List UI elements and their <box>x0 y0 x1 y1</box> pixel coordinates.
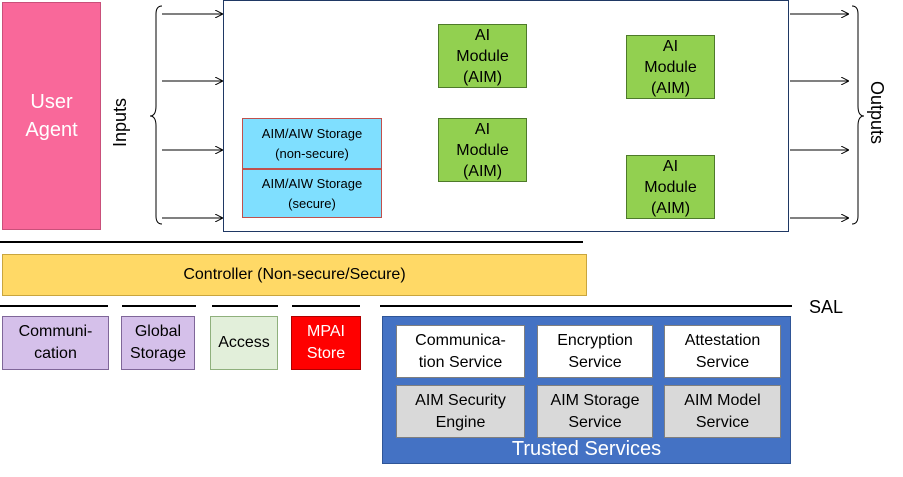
access-box: Access <box>210 316 278 370</box>
storage-non-secure-label: AIM/AIW Storage (non-secure) <box>261 125 363 161</box>
aim-security-engine-box: AIM Security Engine <box>396 385 525 438</box>
user-agent-label: User Agent <box>25 91 78 141</box>
communication-box: Communi- cation <box>2 316 109 370</box>
ai-module-4: AI Module (AIM) <box>626 155 715 219</box>
encryption-service-box: Encryption Service <box>537 325 653 378</box>
ai-module-2: AI Module (AIM) <box>626 35 715 99</box>
global-storage-box: Global Storage <box>121 316 195 370</box>
trusted-services-title-box: Trusted Services <box>382 435 791 463</box>
attestation-service-label: Attestation Service <box>684 331 761 371</box>
ai-module-label: AI Module (AIM) <box>644 157 697 217</box>
encryption-service-label: Encryption Service <box>557 331 633 371</box>
user-agent-box: User Agent <box>2 2 101 230</box>
aim-storage-service-box: AIM Storage Service <box>537 385 653 438</box>
trusted-services-title: Trusted Services <box>511 437 662 460</box>
storage-secure-label: AIM/AIW Storage (secure) <box>261 175 363 211</box>
inputs-brace <box>149 5 163 225</box>
communication-service-label: Communica- tion Service <box>415 331 506 371</box>
aim-storage-service-label: AIM Storage Service <box>550 391 640 431</box>
ai-module-label: AI Module (AIM) <box>456 120 509 180</box>
sal-label-box: SAL <box>804 295 848 319</box>
communication-service-box: Communica- tion Service <box>396 325 525 378</box>
mpai-store-box: MPAI Store <box>291 316 361 370</box>
communication-label: Communi- cation <box>18 323 93 362</box>
inputs-label: Inputs <box>110 97 131 147</box>
aim-security-engine-label: AIM Security Engine <box>415 391 506 431</box>
aim-model-service-label: AIM Model Service <box>684 391 761 431</box>
ai-module-1: AI Module (AIM) <box>438 24 527 88</box>
outputs-label-box: Outputs <box>862 80 892 143</box>
storage-secure: AIM/AIW Storage (secure) <box>242 169 382 218</box>
mpai-store-label: MPAI Store <box>306 323 346 362</box>
ai-module-label: AI Module (AIM) <box>644 37 697 97</box>
outputs-label: Outputs <box>867 80 888 144</box>
access-label: Access <box>218 334 270 351</box>
global-storage-label: Global Storage <box>129 323 187 362</box>
aim-model-service-box: AIM Model Service <box>664 385 781 438</box>
attestation-service-box: Attestation Service <box>664 325 781 378</box>
controller-box: Controller (Non-secure/Secure) <box>2 254 587 296</box>
ai-module-label: AI Module (AIM) <box>456 26 509 86</box>
storage-non-secure: AIM/AIW Storage (non-secure) <box>242 118 382 169</box>
controller-label: Controller (Non-secure/Secure) <box>183 266 406 283</box>
sal-label: SAL <box>808 296 844 317</box>
outputs-brace <box>851 5 865 225</box>
ai-module-3: AI Module (AIM) <box>438 118 527 182</box>
inputs-label-box: Inputs <box>106 97 136 146</box>
